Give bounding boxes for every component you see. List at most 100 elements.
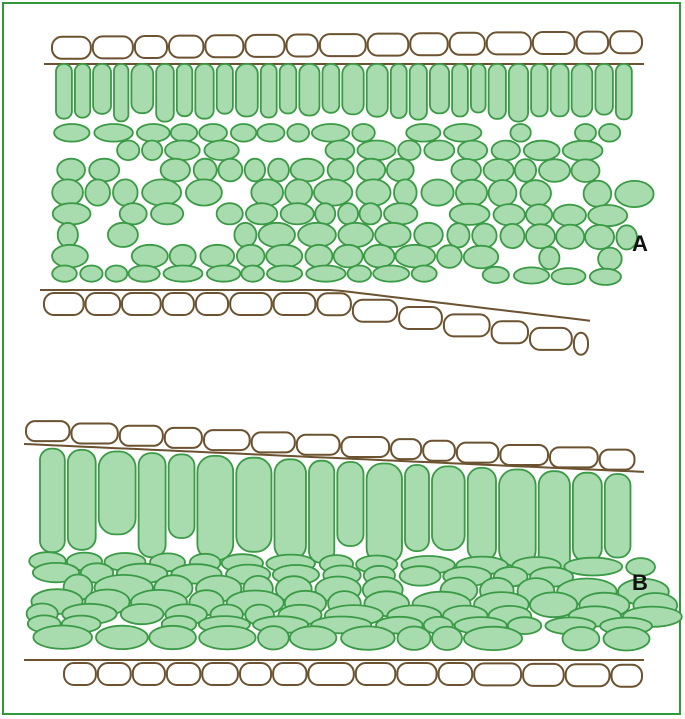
epidermis-cell: [86, 293, 121, 315]
spongy-cell: [357, 159, 385, 182]
spongy-cell: [526, 224, 555, 248]
palisade-cell: [410, 64, 427, 120]
spongy-cell: [556, 225, 584, 249]
epidermis-cell: [133, 663, 165, 685]
epidermis-cell: [423, 441, 455, 461]
epidermis-cell: [610, 31, 642, 53]
epidermis-cell: [163, 293, 194, 315]
epidermis-cell: [308, 663, 353, 685]
spongy-cell: [142, 179, 181, 205]
spongy-cell: [564, 558, 622, 576]
spongy-cell: [33, 626, 92, 649]
epidermis-cell: [196, 293, 228, 315]
epidermis-cell: [439, 663, 473, 685]
epidermis-cell: [167, 663, 200, 685]
spongy-cell: [281, 203, 314, 224]
epidermis-cell: [64, 663, 96, 685]
epidermis-cell: [550, 447, 598, 467]
spongy-cell: [539, 159, 570, 182]
spongy-cell: [58, 223, 78, 247]
spongy-mesophyll-b: [27, 552, 682, 650]
spongy-cell: [96, 626, 148, 649]
spongy-cell: [165, 141, 200, 161]
spongy-cell: [171, 124, 197, 142]
leaf-cross-section-diagram: [4, 4, 685, 719]
lower-epidermis-b: [24, 660, 644, 687]
spongy-cell: [117, 141, 139, 161]
spongy-cell: [552, 268, 586, 284]
epidermis-cell: [287, 35, 318, 57]
spongy-cell: [398, 627, 431, 650]
palisade-cell: [68, 450, 96, 550]
spongy-cell: [52, 245, 88, 268]
epidermis-cell: [356, 663, 396, 685]
spongy-cell: [357, 141, 395, 161]
spongy-cell: [341, 626, 395, 649]
palisade-cell: [323, 64, 340, 113]
spongy-cell: [326, 141, 355, 161]
spongy-cell: [563, 141, 603, 161]
palisade-cell: [236, 458, 271, 552]
spongy-cell: [373, 266, 409, 282]
spongy-cell: [515, 159, 536, 182]
spongy-cell: [472, 224, 496, 248]
spongy-cell: [57, 159, 85, 182]
palisade-cell: [40, 449, 65, 553]
epidermis-cell: [577, 32, 608, 54]
spongy-cell: [267, 266, 302, 282]
spongy-cell: [396, 245, 436, 268]
spongy-cell: [588, 205, 627, 226]
spongy-cell: [484, 159, 514, 182]
spongy-cell: [328, 159, 354, 182]
epidermis-cell: [368, 34, 409, 56]
palisade-cell: [391, 64, 407, 118]
palisade-cell: [489, 64, 506, 119]
spongy-cell: [258, 626, 289, 649]
epidermis-cell: [317, 293, 351, 315]
spongy-cell: [305, 245, 332, 268]
spongy-cell: [151, 203, 183, 224]
spongy-cell: [137, 124, 170, 142]
epidermis-cell: [492, 321, 528, 343]
palisade-cell: [261, 64, 277, 118]
epidermis-cell: [204, 430, 250, 450]
spongy-cell: [356, 179, 390, 205]
epidermis-cell: [240, 663, 271, 685]
palisade-cell: [452, 64, 468, 117]
palisade-cell: [509, 64, 528, 122]
spongy-cell: [268, 159, 289, 182]
palisade-cell: [531, 64, 548, 116]
spongy-cell: [572, 159, 600, 182]
palisade-cell: [468, 468, 496, 561]
spongy-cell: [615, 181, 653, 207]
spongy-cell: [204, 141, 238, 161]
spongy-cell: [241, 266, 264, 282]
epidermis-cell: [533, 32, 575, 54]
panel-label-a: A: [632, 231, 648, 257]
spongy-cell: [106, 266, 128, 282]
epidermis-cell: [52, 37, 91, 59]
spongy-mesophyll-a: [52, 124, 654, 285]
spongy-cell: [599, 124, 620, 142]
spongy-cell: [524, 141, 560, 161]
spongy-cell: [315, 203, 335, 224]
spongy-cell: [451, 159, 481, 182]
spongy-cell: [285, 179, 312, 205]
spongy-cell: [164, 266, 203, 282]
epidermis-cell: [397, 663, 436, 685]
palisade-cell: [367, 464, 402, 564]
spongy-cell: [306, 266, 345, 282]
spongy-cell: [314, 179, 352, 205]
palisade-cell: [131, 64, 153, 113]
spongy-cell: [218, 159, 242, 182]
spongy-cell: [494, 204, 525, 225]
lower-epidermis-a: [40, 290, 590, 355]
epidermis-cell: [297, 435, 340, 455]
upper-epidermis-a: [44, 31, 644, 64]
epidermis-cell: [353, 300, 397, 322]
spongy-cell: [400, 566, 441, 585]
epidermis-cell: [474, 663, 521, 685]
spongy-cell: [394, 179, 417, 205]
spongy-cell: [539, 247, 559, 270]
spongy-cell: [120, 203, 147, 224]
